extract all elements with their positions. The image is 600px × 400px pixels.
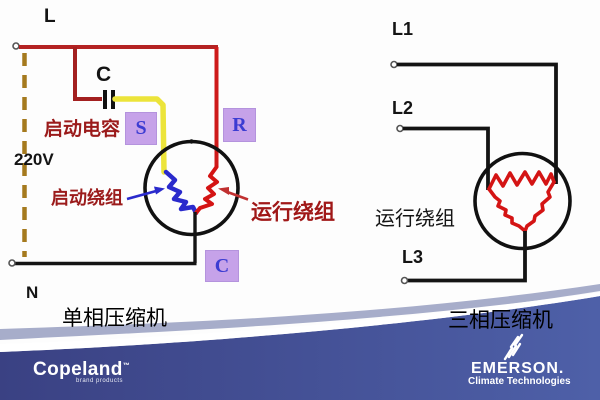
- terminal-l2-dot: [396, 124, 404, 133]
- terminal-l-dot: [12, 42, 20, 50]
- start-winding-label: 启动绕组: [51, 188, 123, 208]
- banner-light-wave: [0, 284, 600, 340]
- pin-c-box: C: [205, 250, 239, 282]
- capacitor-label: C: [96, 63, 112, 86]
- pin-s-box: S: [125, 112, 157, 145]
- start-winding-blue: [163, 169, 199, 216]
- copeland-sub-text: brand products: [76, 378, 124, 384]
- pin-r-box: R: [223, 108, 256, 142]
- run-winding-label-right: 运行绕组: [375, 208, 455, 230]
- terminal-n-label: N: [26, 283, 39, 302]
- start-winding-arrow: [126, 189, 159, 201]
- three-phase-caption: 三相压缩机: [448, 308, 553, 332]
- single-phase-caption: 单相压缩机: [62, 306, 167, 330]
- terminal-l1-dot: [390, 60, 398, 69]
- copeland-logo-text: Copeland: [33, 359, 123, 380]
- copeland-logo: Copeland™: [33, 359, 130, 381]
- start-capacitor-label: 启动电容: [44, 119, 121, 140]
- banner-dark-wave: [0, 296, 600, 400]
- delta-winding-left: [487, 187, 527, 233]
- three-phase-compressor-shell: [473, 151, 572, 251]
- terminal-n-dot: [8, 259, 16, 267]
- capacitor-plate-left: [103, 90, 107, 109]
- l2-wire: [403, 126, 490, 190]
- terminal-l3-dot: [400, 276, 409, 285]
- terminal-l3-label: L3: [402, 247, 424, 267]
- voltage-label: 220V: [14, 150, 54, 169]
- capacitor-branch-wire: [73, 47, 102, 101]
- pin-r-letter: R: [232, 113, 247, 136]
- l1-wire: [397, 62, 558, 184]
- l3-wire: [406, 231, 527, 283]
- pin-c-letter: C: [214, 254, 230, 277]
- terminal-l-label: L: [44, 6, 56, 27]
- run-winding-red-left: [194, 165, 219, 215]
- terminal-l1-label: L1: [392, 19, 414, 39]
- emerson-swoosh-icon: [503, 333, 524, 361]
- shell-top-nub: [189, 139, 194, 144]
- delta-winding-top: [487, 170, 556, 191]
- start-winding-arrowhead: [154, 186, 165, 195]
- run-winding-label-left: 运行绕组: [251, 200, 335, 224]
- run-winding-arrowhead: [218, 187, 229, 195]
- run-winding-arrow: [225, 190, 249, 201]
- copeland-trademark: ™: [122, 362, 131, 370]
- emerson-sub-text: Climate Technologies: [468, 376, 571, 387]
- start-wire-yellow: [112, 96, 167, 175]
- banner-white-swoosh: [0, 291, 600, 352]
- pin-s-letter: S: [135, 117, 147, 139]
- emerson-logo-text: EMERSON.: [471, 360, 565, 377]
- delta-winding-right: [523, 180, 556, 233]
- terminal-l2-label: L2: [392, 98, 414, 118]
